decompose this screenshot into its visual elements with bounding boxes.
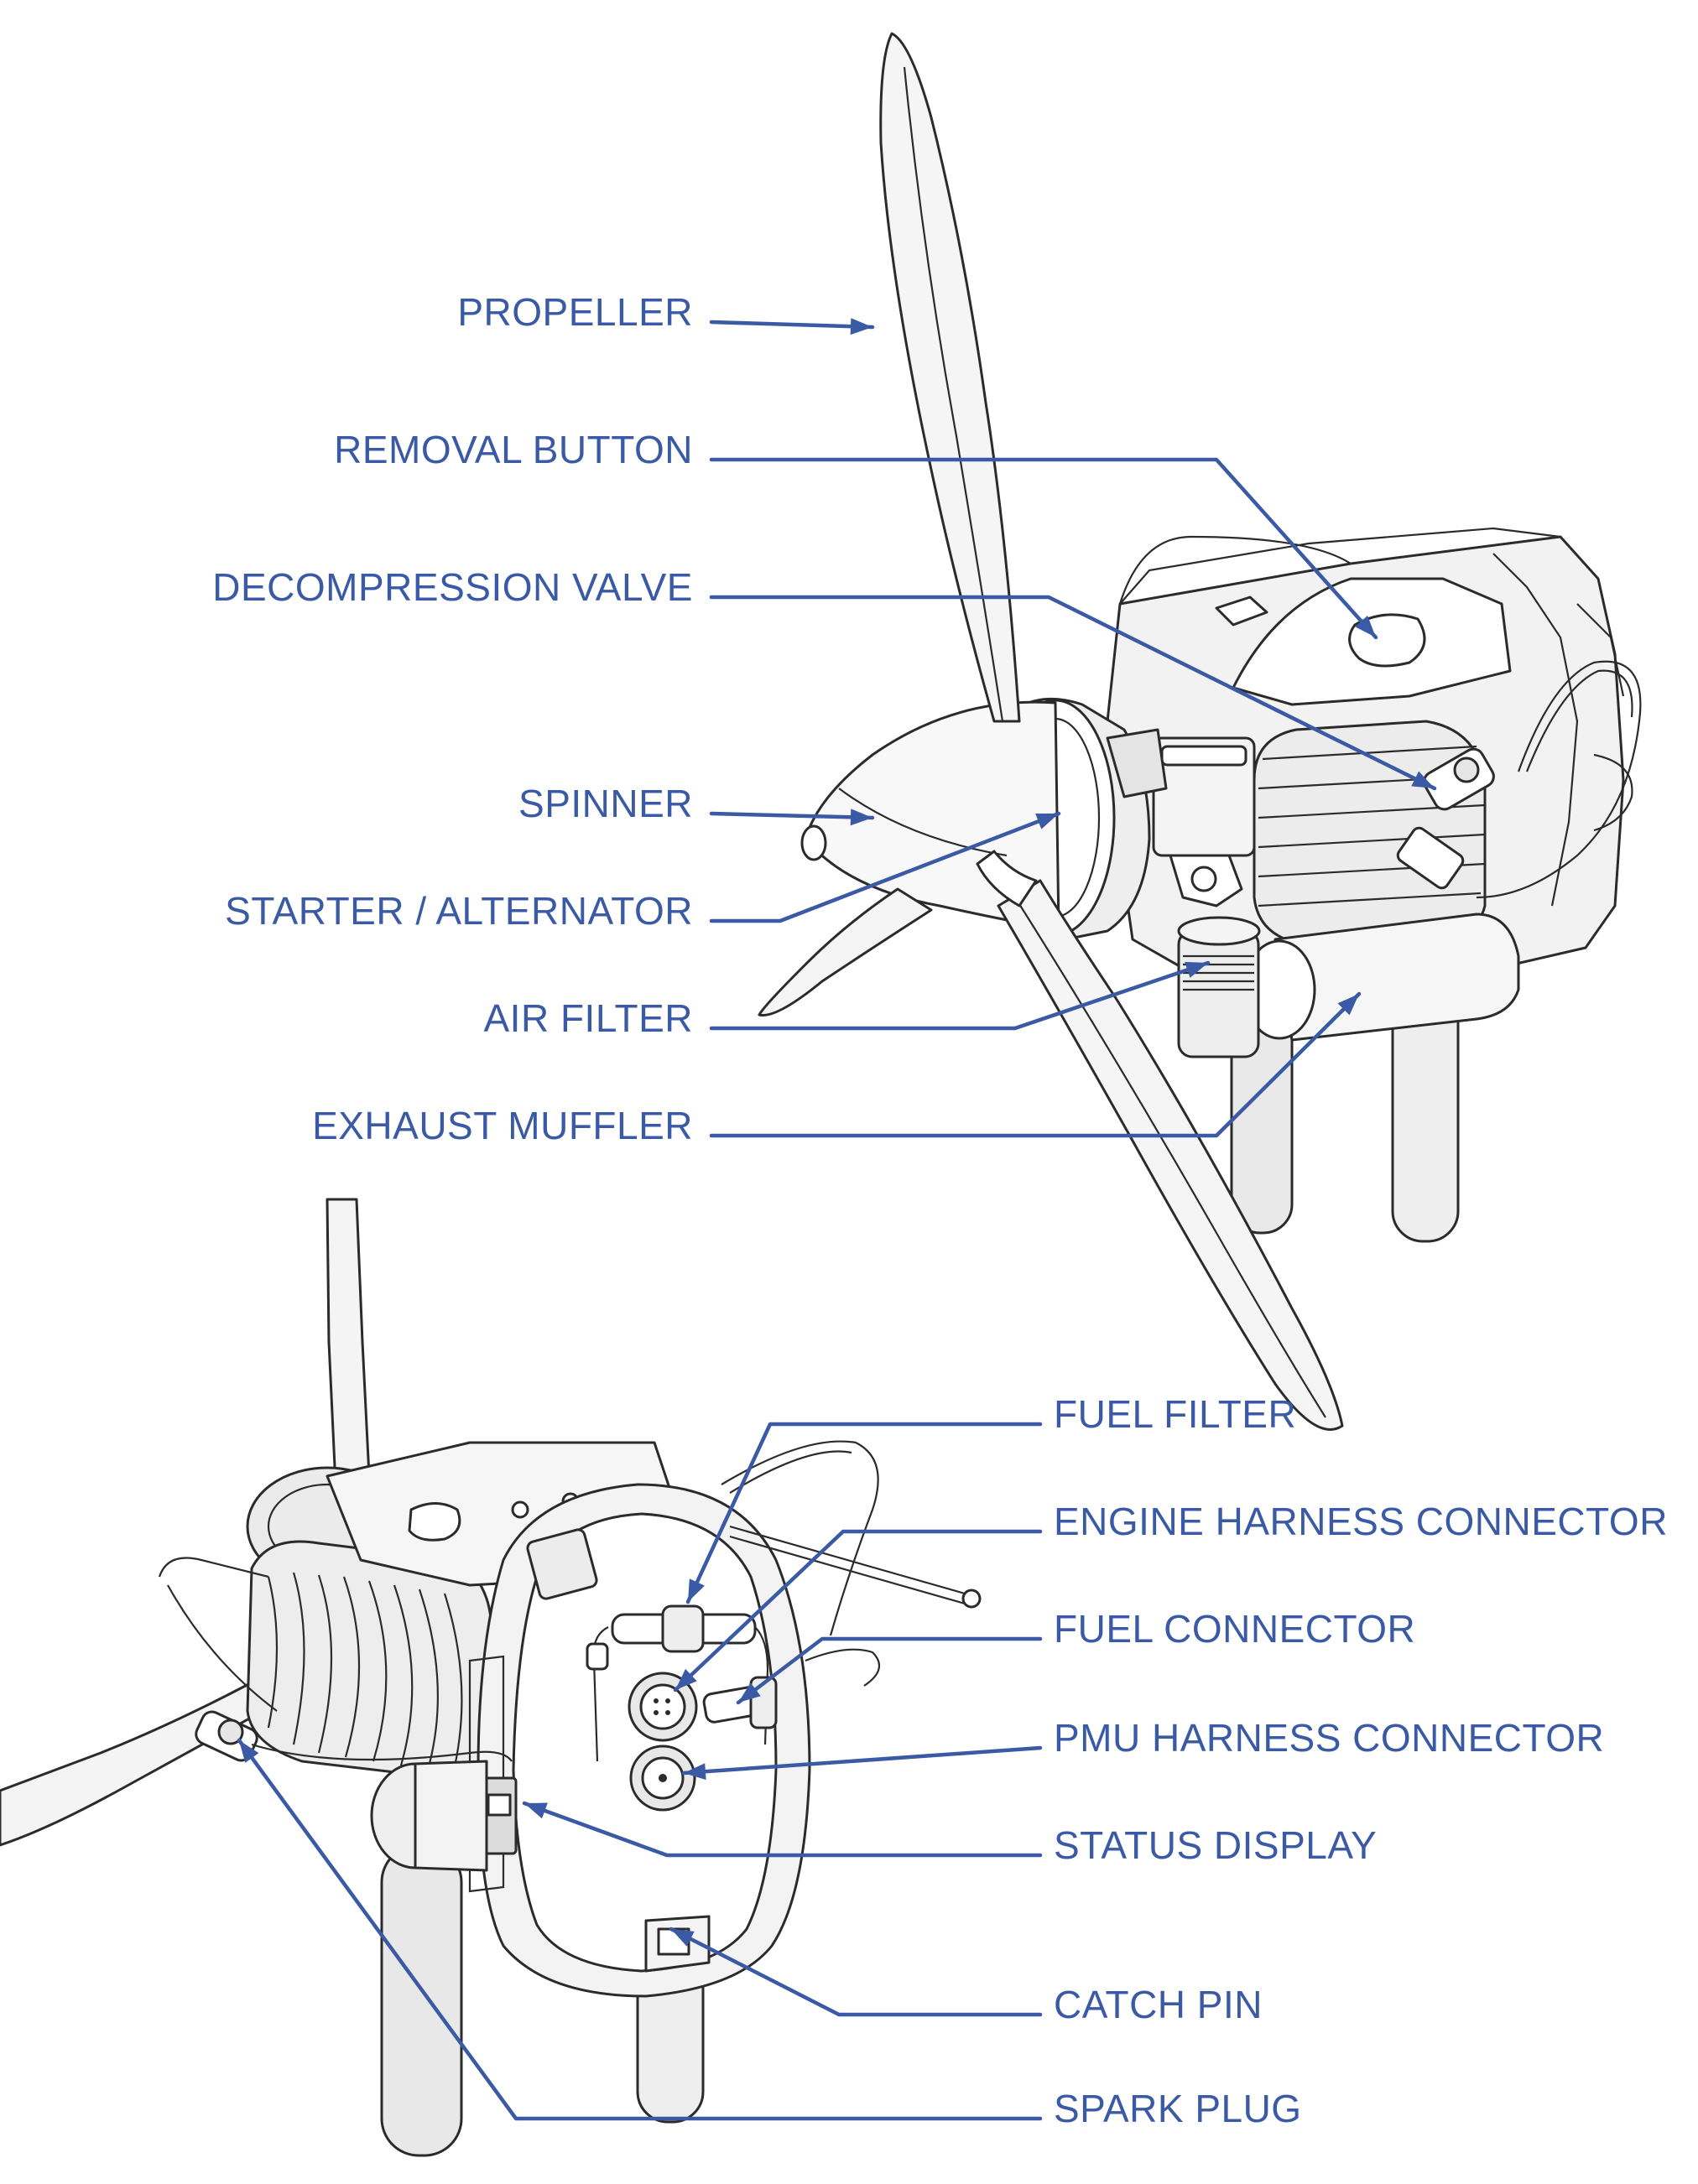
leader-removal-button-arrowhead xyxy=(1355,615,1376,637)
bottom-muffler xyxy=(370,1760,488,1872)
leader-air-filter xyxy=(709,960,1211,1031)
leader-status-display xyxy=(522,1801,1043,1858)
top-intake-block xyxy=(1152,736,1256,907)
leader-starter-alternator-arrowhead xyxy=(1035,814,1059,829)
leader-exhaust-muffler xyxy=(709,991,1362,1138)
top-muffler-and-filter xyxy=(1177,913,1520,1058)
top-engine-view xyxy=(758,32,1642,1431)
label-propeller: PROPELLER xyxy=(457,290,693,334)
leader-starter-alternator xyxy=(709,811,1061,923)
leader-engine-harness-connector xyxy=(673,1529,1043,1693)
leader-catch-pin-arrowhead xyxy=(671,1929,695,1947)
bottom-engine-harness-connector xyxy=(628,1672,698,1742)
label-decompression-valve: DECOMPRESSION VALVE xyxy=(212,565,693,609)
leader-pmu-harness-connector-arrowhead xyxy=(684,1763,706,1781)
bottom-fuel-filter xyxy=(586,1604,769,1762)
leader-spinner xyxy=(709,811,875,820)
label-engine-harness-connector: ENGINE HARNESS CONNECTOR xyxy=(1054,1500,1668,1543)
label-exhaust-muffler: EXHAUST MUFFLER xyxy=(312,1104,693,1147)
leader-propeller xyxy=(709,320,875,330)
top-harness-wires xyxy=(1118,535,1642,899)
leader-spark-plug xyxy=(237,1738,1043,2121)
label-removal-button: REMOVAL BUTTON xyxy=(334,428,693,471)
leader-spark-plug-arrowhead xyxy=(239,1740,259,1763)
top-propeller xyxy=(758,32,1344,1431)
leader-lines xyxy=(237,318,1437,2121)
leader-pmu-harness-connector xyxy=(681,1745,1043,1776)
leader-fuel-connector xyxy=(736,1636,1043,1705)
label-fuel-filter: FUEL FILTER xyxy=(1054,1392,1297,1436)
leader-air-filter-arrowhead xyxy=(1185,961,1208,978)
leader-catch-pin xyxy=(669,1927,1043,2017)
leader-status-display-arrowhead xyxy=(524,1802,548,1819)
leader-removal-button xyxy=(709,457,1378,640)
leader-fuel-filter xyxy=(685,1422,1043,1604)
label-spark-plug: SPARK PLUG xyxy=(1054,2087,1302,2130)
bottom-harness-wires xyxy=(158,1440,982,1712)
leader-fuel-connector-arrowhead xyxy=(738,1682,761,1703)
label-starter-alternator: STARTER / ALTERNATOR xyxy=(225,889,693,933)
bottom-pmu-harness-connector xyxy=(629,1745,696,1812)
leader-engine-harness-connector-arrowhead xyxy=(675,1668,697,1690)
label-catch-pin: CATCH PIN xyxy=(1054,1983,1263,2026)
label-status-display: STATUS DISPLAY xyxy=(1054,1823,1378,1867)
leader-fuel-filter-arrowhead xyxy=(688,1578,705,1602)
leader-decompression-valve xyxy=(709,595,1437,791)
label-fuel-connector: FUEL CONNECTOR xyxy=(1054,1607,1416,1651)
label-spinner: SPINNER xyxy=(518,782,693,825)
label-pmu-harness-connector: PMU HARNESS CONNECTOR xyxy=(1054,1716,1605,1760)
top-decompression-valve xyxy=(1423,747,1495,811)
label-air-filter: AIR FILTER xyxy=(483,996,693,1040)
leader-exhaust-muffler-arrowhead xyxy=(1337,994,1359,1016)
bottom-status-display xyxy=(481,1776,518,1855)
leader-spinner-arrowhead xyxy=(850,809,872,826)
leader-decompression-valve-arrowhead xyxy=(1411,771,1435,788)
leader-propeller-arrowhead xyxy=(850,318,872,335)
bottom-rear-housing xyxy=(468,1483,811,1998)
